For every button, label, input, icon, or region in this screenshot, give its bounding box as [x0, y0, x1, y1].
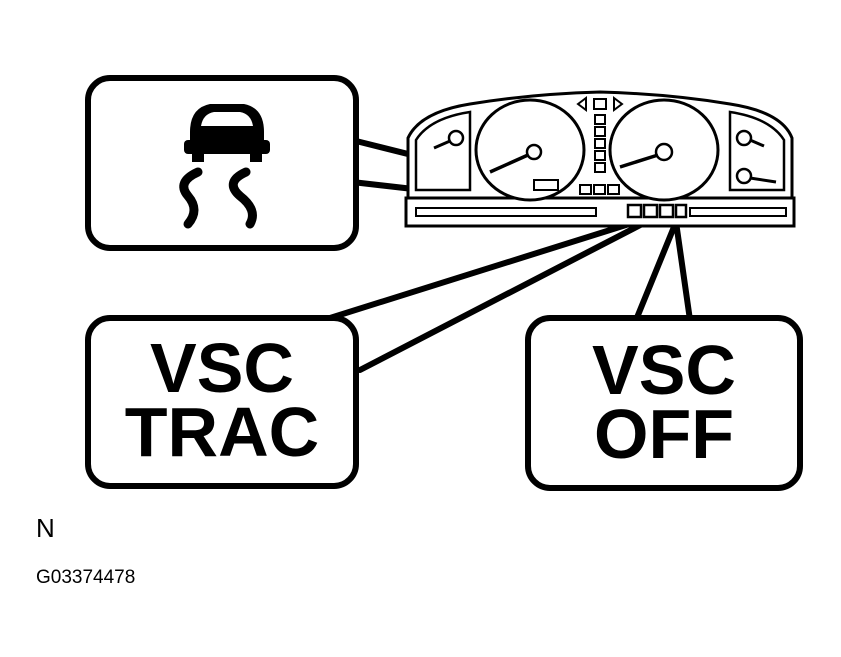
- warning-light-column: [576, 96, 624, 195]
- vsc-off-line1: VSC: [592, 331, 736, 409]
- right-gauge-lower-needle: [749, 176, 777, 184]
- car-wheel-right: [250, 152, 262, 162]
- leader-off-left: [633, 219, 679, 323]
- car-wheel-left: [192, 152, 204, 162]
- turn-right-arrow-icon: [613, 96, 624, 112]
- vsc-trac-line1: VSC: [150, 329, 294, 407]
- leader-trac-upper: [327, 217, 645, 321]
- cluster-strip-slot-left: [415, 207, 597, 217]
- vsc-indicator-lamps: [626, 203, 688, 219]
- footer-letter: N: [36, 513, 55, 543]
- car-windshield: [201, 112, 253, 126]
- warning-light: [593, 184, 606, 195]
- warning-light: [593, 98, 607, 110]
- warning-light: [579, 184, 592, 195]
- speedometer-needle: [619, 153, 659, 169]
- figure-code: G03374478: [36, 567, 135, 588]
- vsc-off-callout: VSC OFF: [525, 315, 803, 491]
- vsc-trac-callout: VSC TRAC: [85, 315, 359, 489]
- leader-off-right: [673, 219, 693, 323]
- warning-light: [594, 114, 606, 125]
- left-gauge-needle: [433, 139, 451, 150]
- tachometer-pivot: [525, 143, 543, 161]
- slip-indicator-lamp: [626, 203, 643, 219]
- turn-left-arrow-icon: [576, 96, 587, 112]
- skid-mark-left: [179, 167, 203, 229]
- car-bumper: [184, 140, 270, 154]
- skidding-car-icon: [179, 104, 270, 229]
- indicator-lamp: [674, 203, 688, 219]
- vsc-trac-box: [85, 315, 359, 489]
- speedometer-pivot: [654, 142, 674, 162]
- warning-light: [594, 162, 606, 173]
- tachometer-display: [533, 179, 559, 191]
- slip-indicator-callout: [85, 75, 359, 251]
- left-gauge-pivot: [447, 129, 465, 147]
- skid-mark-right: [228, 167, 257, 229]
- vsc-trac-line2: TRAC: [125, 393, 319, 471]
- cluster-strip-slot-right: [689, 207, 787, 217]
- vsc-off-line2: OFF: [594, 395, 734, 473]
- instrument-cluster-icon: [404, 90, 796, 228]
- right-gauge-upper-needle: [749, 138, 765, 148]
- vsc-trac-indicator-lamp: [642, 203, 659, 219]
- slip-indicator-box: [85, 75, 359, 251]
- tachometer-needle: [489, 153, 529, 174]
- right-gauge-lower-pivot: [735, 167, 753, 185]
- warning-light: [607, 184, 620, 195]
- warning-light: [594, 150, 606, 161]
- right-gauge-upper-pivot: [735, 129, 753, 147]
- warning-light: [594, 138, 606, 149]
- warning-light: [594, 126, 606, 137]
- leader-trac-lower: [357, 217, 653, 373]
- vsc-off-box: [525, 315, 803, 491]
- vsc-off-indicator-lamp: [658, 203, 675, 219]
